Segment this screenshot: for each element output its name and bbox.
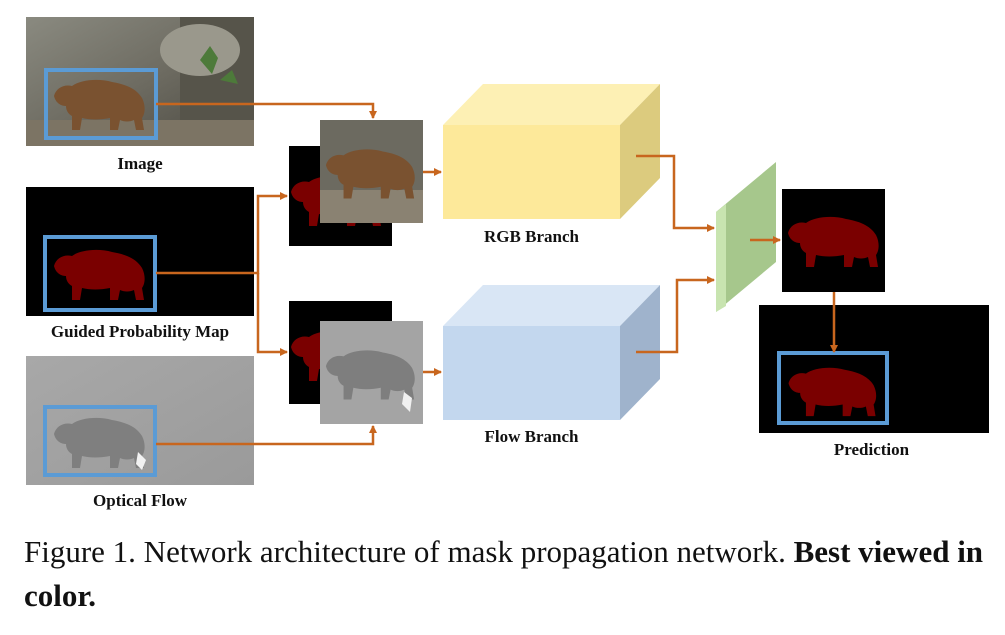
flow-branch-cube	[443, 285, 660, 420]
flow-to-input-arrow	[156, 425, 377, 446]
flow-bounding-box	[43, 405, 157, 477]
caption-text: Figure 1. Network architecture of mask p…	[24, 534, 794, 569]
rgb-branch-label: RGB Branch	[484, 227, 579, 246]
optical-flow-image	[26, 356, 254, 485]
final-prediction	[759, 305, 989, 433]
fusion-layer	[716, 162, 776, 312]
rgb-input-stack	[289, 120, 423, 246]
rgb-branch-cube	[443, 84, 660, 219]
caption-emphasis: Best viewed in color.	[24, 534, 984, 613]
map-to-rgb-arrow	[156, 192, 288, 275]
optical-flow-label: Optical Flow	[93, 491, 187, 510]
guided-map-label: Guided Probability Map	[50, 322, 230, 341]
flow-input-stack	[289, 301, 423, 424]
figure-caption: Figure 1. Network architecture of mask p…	[24, 530, 989, 618]
prediction-bounding-box	[777, 351, 889, 425]
map-to-flow-arrow	[256, 273, 288, 356]
connection-arrows	[156, 102, 838, 446]
input-image	[26, 17, 254, 146]
guided-probability-map	[26, 187, 254, 316]
flow-branch-to-fusion-arrow	[636, 276, 715, 354]
prediction-label: Prediction	[833, 440, 910, 459]
prediction-mask	[782, 189, 885, 292]
flow-branch-label: Flow Branch	[484, 427, 579, 446]
rgb-branch-to-fusion-arrow	[636, 154, 715, 232]
map-bounding-box	[43, 235, 157, 312]
image-label: Image	[117, 154, 163, 173]
image-to-rgb-arrow	[156, 102, 377, 119]
